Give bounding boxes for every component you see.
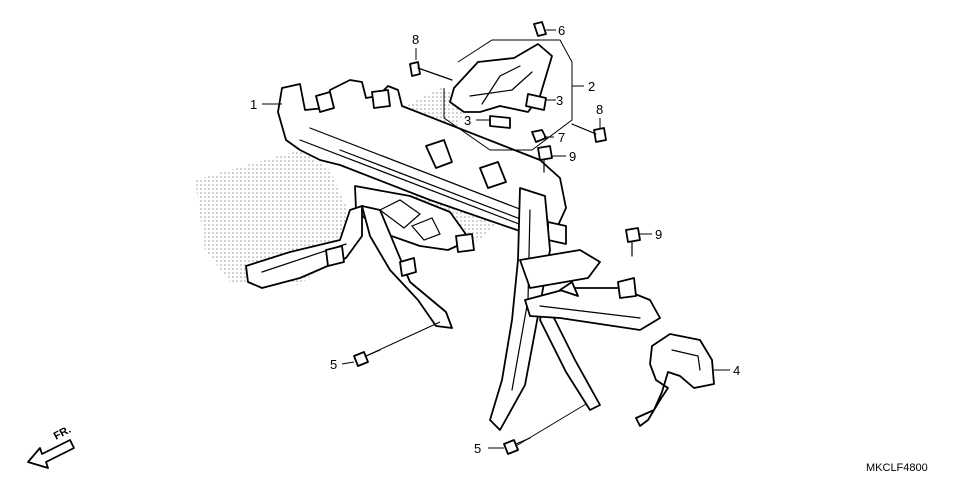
callout-9a: 9 bbox=[569, 149, 576, 164]
callout-3b: 3 bbox=[556, 93, 563, 108]
callout-1: 1 bbox=[250, 97, 257, 112]
frame-main-stay[interactable] bbox=[489, 187, 661, 431]
bolt-part-9-lower[interactable] bbox=[625, 227, 641, 257]
callout-6: 6 bbox=[558, 23, 565, 38]
bolt-part-5-bottom[interactable] bbox=[503, 437, 531, 455]
leader-lines bbox=[262, 29, 730, 449]
bolt-part-8-right[interactable] bbox=[571, 123, 607, 143]
callout-3a: 3 bbox=[464, 113, 471, 128]
collar-part-3a[interactable] bbox=[489, 115, 511, 129]
collar-part-3b[interactable] bbox=[525, 93, 547, 111]
callout-7: 7 bbox=[558, 130, 565, 145]
bolt-part-8-left[interactable] bbox=[409, 61, 453, 81]
frame-upper-cross-member[interactable] bbox=[277, 79, 567, 253]
callout-2: 2 bbox=[588, 79, 595, 94]
bolt-part-5-left[interactable] bbox=[353, 349, 381, 367]
callout-4: 4 bbox=[733, 363, 740, 378]
callout-5b: 5 bbox=[474, 441, 481, 456]
callout-8a: 8 bbox=[412, 32, 419, 47]
frame-lower-left-stay[interactable] bbox=[245, 205, 453, 329]
side-bracket-part-4[interactable] bbox=[635, 333, 715, 427]
callout-9b: 9 bbox=[655, 227, 662, 242]
diagram-code: MKCLF4800 bbox=[866, 462, 928, 474]
bolt-part-9-upper[interactable] bbox=[537, 145, 553, 173]
callout-5a: 5 bbox=[330, 357, 337, 372]
clip-part-6[interactable] bbox=[533, 21, 547, 37]
callout-8b: 8 bbox=[596, 102, 603, 117]
nut-part-7[interactable] bbox=[531, 129, 547, 143]
assembly-group-bracket bbox=[443, 39, 573, 151]
callout-labels: 1 2 3 3 4 5 5 6 7 8 8 9 9 bbox=[250, 23, 740, 456]
front-direction-arrow: FR. bbox=[27, 424, 75, 469]
